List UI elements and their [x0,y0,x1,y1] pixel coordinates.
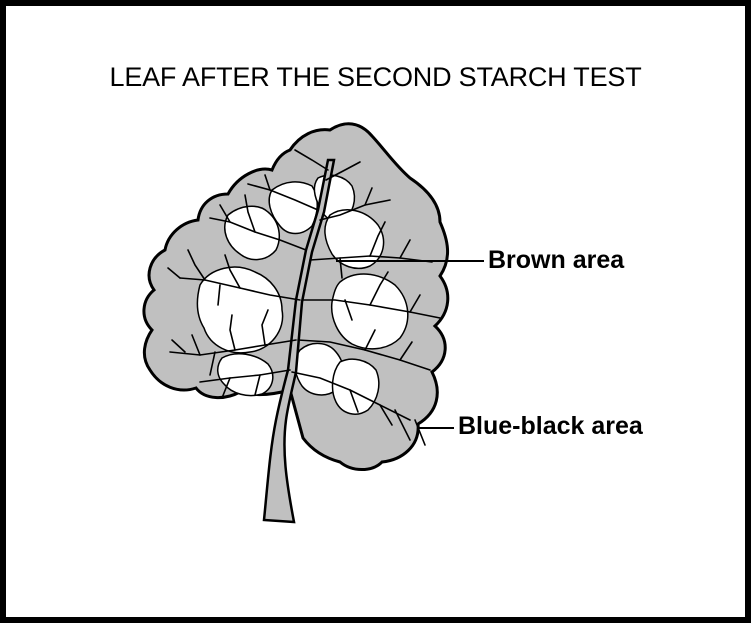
brown-area-label: Brown area [488,246,624,275]
blue-black-area-label: Blue-black area [458,412,643,441]
